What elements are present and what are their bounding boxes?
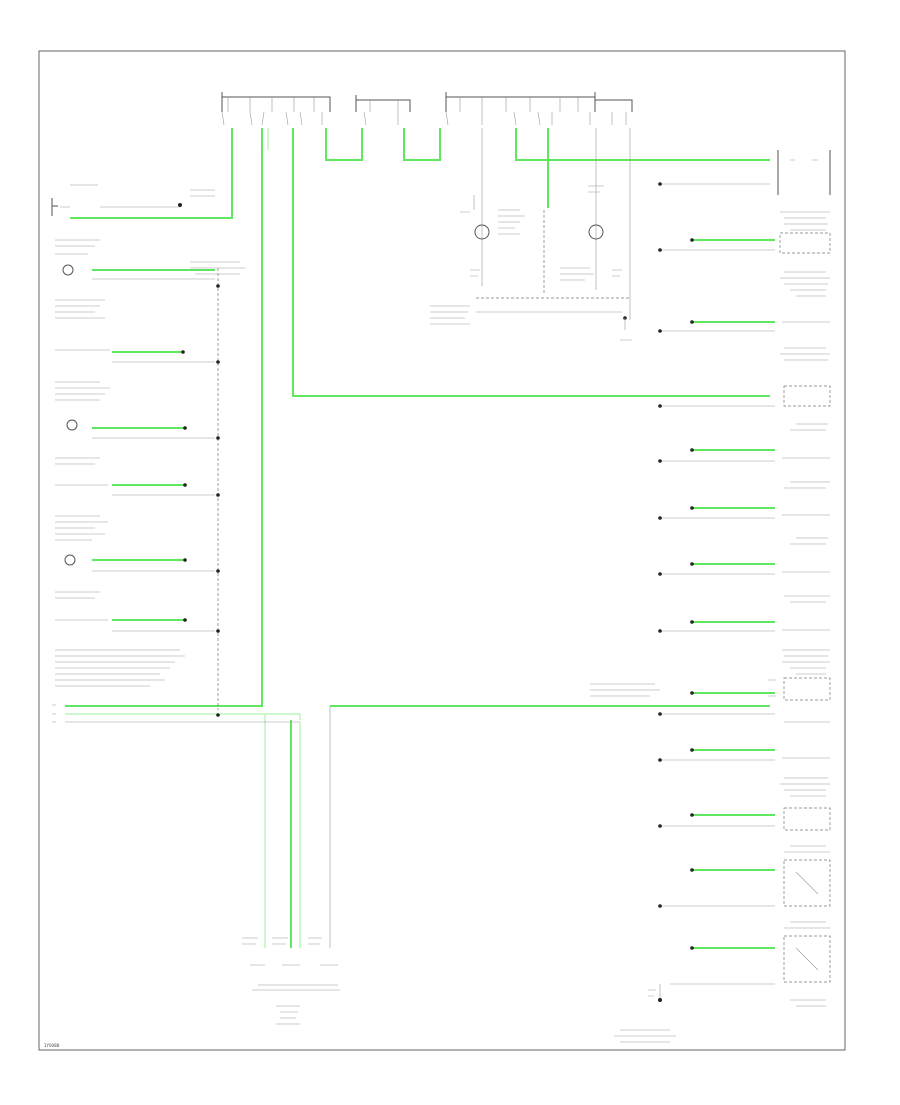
left-component-1 (51, 184, 215, 216)
right-switch-7 (658, 595, 830, 633)
green-wires-trunk (65, 128, 770, 707)
left-component-6 (55, 515, 215, 572)
figure-id: 1Y0088 (44, 1043, 60, 1048)
bottom-connector (242, 937, 676, 1043)
right-switch-6 (658, 537, 830, 576)
right-switch-9 (658, 721, 830, 762)
left-component-8 (52, 649, 185, 723)
right-lamp-2 (648, 921, 831, 1007)
green-wires-lower (65, 705, 770, 948)
right-component-top (658, 150, 831, 195)
connector-block-center (355, 95, 411, 126)
connector-block-right (445, 92, 633, 126)
center-motor-2 (543, 128, 631, 320)
left-bus-junctions (216, 284, 220, 717)
right-switch-10 (658, 777, 831, 831)
right-switch-3 (658, 347, 831, 408)
center-motor-1 (460, 128, 525, 286)
left-component-4 (55, 381, 215, 439)
right-switch-2 (658, 271, 830, 333)
right-switch-4 (658, 423, 830, 463)
right-switch-5 (658, 481, 830, 520)
center-ground-bus (430, 297, 632, 341)
left-component-7 (55, 591, 215, 632)
right-lamp-1 (658, 845, 831, 908)
right-switch-1 (658, 211, 831, 254)
connector-block-left (221, 92, 331, 126)
left-component-5 (55, 457, 215, 496)
left-component-3 (55, 299, 215, 363)
right-switch-8 (590, 649, 831, 716)
diagram-frame (38, 50, 846, 1051)
left-component-2 (55, 239, 245, 280)
